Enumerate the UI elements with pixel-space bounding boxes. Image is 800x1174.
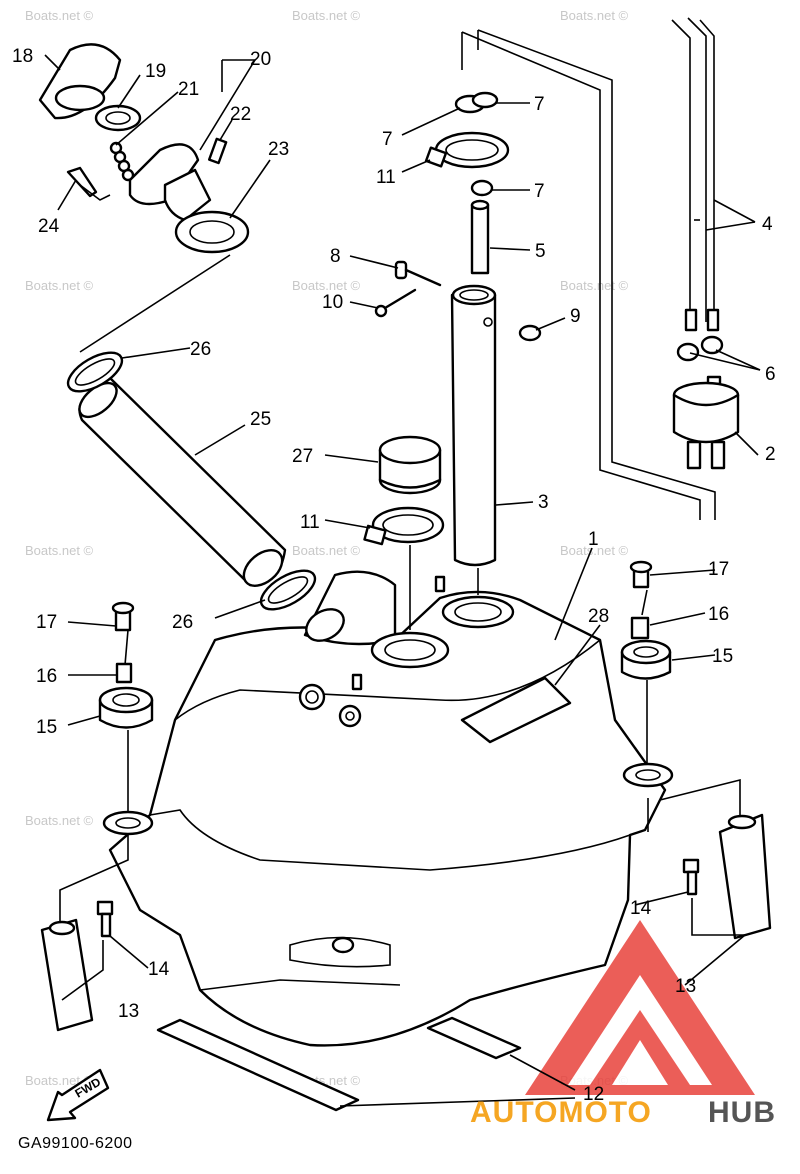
assembly-guide-lines [59,545,741,925]
callout-2: 2 [765,444,776,465]
callout-16-a: 16 [36,666,57,687]
callout-7-a: 7 [534,94,545,115]
callout-19: 19 [145,61,166,82]
callout-26-b: 26 [172,612,193,633]
part-14-bolt-left [96,900,114,938]
part-13-rubber-block-left [40,918,94,1032]
part-10-screw [374,288,417,318]
callout-7-b: 7 [382,129,393,150]
filler-cap-assembly [38,43,250,254]
part-3-fuel-pipe [450,284,497,567]
callout-leaders-top-left [44,54,271,219]
right-mount-parts [620,560,672,680]
watermark: Boats.net © [25,278,94,293]
part-25-filler-hose [78,376,287,587]
callout-20: 20 [250,49,271,70]
part-2-filter [672,375,740,470]
watermark: Boats.net © [560,8,629,23]
watermark: Boats.net © [292,278,361,293]
callout-17-a: 17 [36,612,57,633]
callout-11-b: 11 [300,512,320,533]
part-7-clips [454,91,499,197]
part-11-clamp-lower [363,506,445,546]
watermark: Boats.net © [292,8,361,23]
callout-10: 10 [322,292,343,313]
callout-24: 24 [38,216,60,237]
vent-line-routing [461,29,716,520]
callout-9: 9 [570,306,581,327]
callout-14-a: 14 [148,959,170,980]
watermark: Boats.net © [25,813,94,828]
callout-labels: 18 19 20 21 22 23 24 7 7 7 11 4 5 8 9 10… [12,46,776,1105]
callout-11-a: 11 [376,167,396,188]
watermark: Boats.net © [25,543,94,558]
callout-4: 4 [762,214,773,235]
callout-18: 18 [12,46,33,67]
part-12-pads [156,1016,522,1112]
callout-1: 1 [588,529,599,550]
watermark: Boats.net © [560,543,629,558]
brand-text-automoto: AUTOMOTO [470,1096,652,1129]
callout-28: 28 [588,606,609,627]
callout-17-b: 17 [708,559,729,580]
part-6-clamps [676,335,724,362]
left-mount-parts [98,601,154,729]
spring [109,141,135,182]
part-13-rubber-block-right [718,813,772,940]
hose-link-line [79,254,231,353]
callout-13-a: 13 [118,1001,139,1022]
leader [691,898,745,936]
callout-13-b: 13 [675,976,696,997]
leader [61,940,104,1001]
callout-leaders [67,102,761,1107]
diagram-code: GA99100-6200 [18,1135,133,1152]
callout-21: 21 [178,79,199,100]
part-14-bolt-right [682,858,700,896]
callout-14-b: 14 [630,898,652,919]
part-4-breather-pipes [671,17,720,332]
part-27-cap [378,435,442,495]
watermark: Boats.net © [560,278,629,293]
callout-7-c: 7 [534,181,545,202]
callout-12: 12 [583,1084,604,1105]
watermark: Boats.net © [25,8,94,23]
callout-26-a: 26 [190,339,211,360]
part-26-hose-clamps [66,351,317,611]
callout-15-a: 15 [36,717,57,738]
callout-8: 8 [330,246,341,267]
callout-5: 5 [535,241,546,262]
part-5-pipe [470,199,490,275]
callout-25: 25 [250,409,271,430]
callout-15-b: 15 [712,646,733,667]
callout-22: 22 [230,104,251,125]
part-8-bolt [394,260,442,287]
part-28-label [460,676,572,744]
callout-23: 23 [268,139,289,160]
tank-openings [298,575,515,728]
callout-27: 27 [292,446,313,467]
part-9-washer [518,324,542,342]
callout-3: 3 [538,492,549,513]
watermark: Boats.net © [292,543,361,558]
callout-6: 6 [765,364,776,385]
part-11-clamp-upper [424,131,510,169]
brand-wordmark: AUTOMOTO HUB [470,1096,776,1129]
callout-16-b: 16 [708,604,729,625]
brand-text-hub: HUB [708,1096,776,1129]
brand-logo-triangle [525,920,755,1095]
